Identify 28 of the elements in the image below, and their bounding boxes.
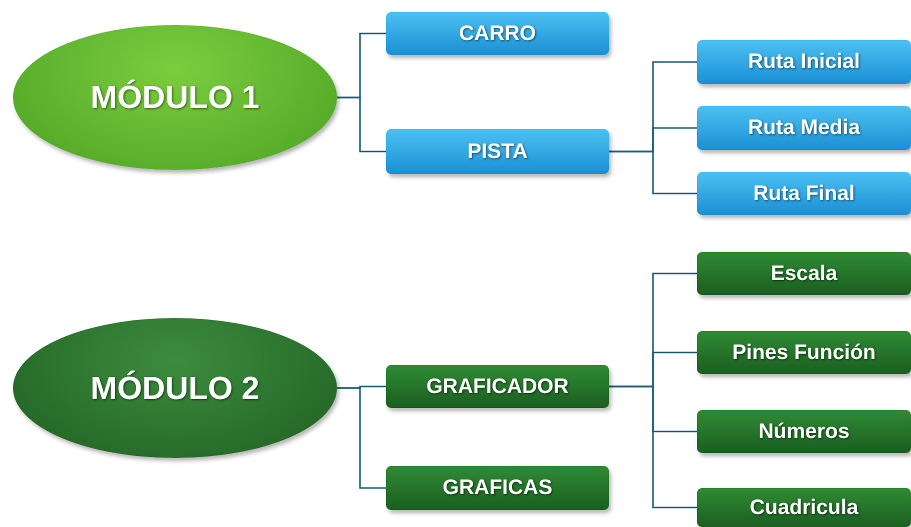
topic-box xyxy=(697,488,911,527)
connector-line xyxy=(609,150,697,194)
connector-line xyxy=(337,96,386,152)
node-label: GRAFICADOR xyxy=(426,374,569,398)
topic-box xyxy=(697,410,911,453)
topic-box xyxy=(697,172,911,215)
topic-box xyxy=(697,252,911,295)
topic-box xyxy=(386,129,609,174)
node-label: Números xyxy=(758,420,850,444)
node-label: GRAFICAS xyxy=(442,476,552,500)
node-label: Escala xyxy=(770,262,838,286)
topic-box xyxy=(386,365,609,408)
node-label: MÓDULO 1 xyxy=(90,79,260,116)
node-label: MÓDULO 2 xyxy=(90,370,260,406)
node-label: Ruta Media xyxy=(748,116,860,140)
node-label: Pines Función xyxy=(732,340,876,364)
topic-box xyxy=(386,466,609,510)
topic-box xyxy=(697,40,911,84)
connector-line xyxy=(609,386,697,508)
node-label: CARRO xyxy=(459,22,536,46)
connector-line xyxy=(337,387,386,489)
topic-box xyxy=(386,12,609,55)
node-label: Ruta Final xyxy=(753,182,855,206)
node-label: Ruta Inicial xyxy=(748,50,860,74)
topic-box xyxy=(697,106,911,150)
node-label: PISTA xyxy=(467,140,528,164)
topic-box xyxy=(697,331,911,374)
node-label: Cuadricula xyxy=(750,496,858,520)
